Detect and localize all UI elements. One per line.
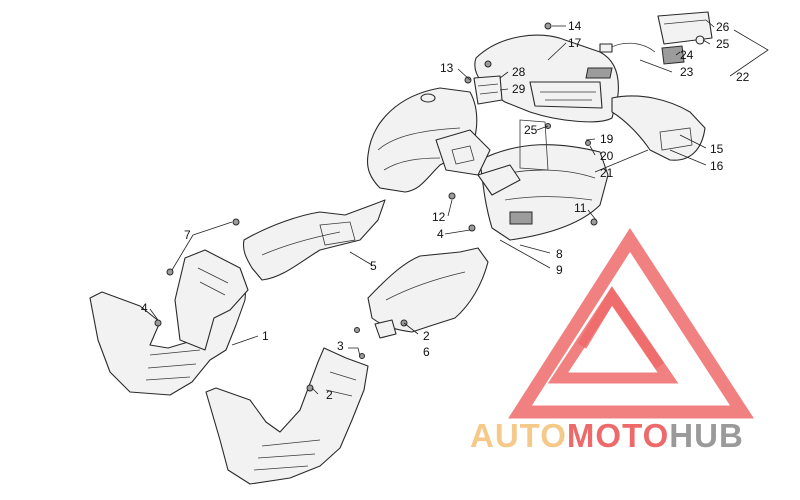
callout-25: 25 — [524, 123, 538, 137]
callout-12: 12 — [432, 210, 446, 224]
callout-11: 11 — [574, 201, 587, 215]
callout-2: 2 — [326, 388, 333, 402]
callout-26: 26 — [716, 20, 730, 34]
callout-4: 4 — [141, 301, 148, 315]
callouts: 1 2 2 3 4 4 5 6 7 8 9 11 12 13 14 15 16 … — [141, 19, 750, 402]
callout-25: 25 — [716, 37, 730, 51]
callout-1: 1 — [262, 329, 269, 343]
watermark-text: AUTOMOTOHUB — [470, 417, 744, 454]
front-fender — [366, 87, 521, 196]
footwell-left — [89, 249, 249, 396]
callout-9: 9 — [556, 263, 563, 277]
tail-light — [599, 11, 713, 65]
side-panel-left — [242, 199, 386, 281]
watermark-m-stroke — [577, 286, 665, 369]
callout-17: 17 — [568, 36, 582, 50]
callout-29: 29 — [512, 82, 526, 96]
callout-15: 15 — [710, 142, 724, 156]
callout-13: 13 — [440, 61, 454, 75]
callout-2: 2 — [423, 329, 430, 343]
callout-24: 24 — [680, 48, 694, 62]
watermark-text-moto: MOTO — [567, 417, 669, 454]
callout-16: 16 — [710, 159, 724, 173]
callout-5: 5 — [370, 259, 377, 273]
callout-19: 19 — [600, 132, 614, 146]
leader-lines — [149, 19, 769, 395]
callout-20: 20 — [600, 149, 614, 163]
side-panel-right — [367, 247, 489, 339]
bracket — [473, 60, 503, 105]
footwell-right — [205, 347, 369, 485]
callout-21: 21 — [600, 166, 614, 180]
callout-4: 4 — [437, 227, 444, 241]
callout-8: 8 — [556, 247, 563, 261]
callout-22: 22 — [736, 70, 750, 84]
rear-fender — [474, 34, 706, 241]
watermark-text-auto: AUTO — [470, 417, 567, 454]
watermark-outer-triangle — [508, 228, 754, 419]
watermark-text-hub: HUB — [669, 417, 744, 454]
callout-7: 7 — [184, 228, 191, 242]
callout-3: 3 — [337, 339, 344, 353]
svg-text:AUTOMOTOHUB: AUTOMOTOHUB — [470, 417, 744, 454]
callout-14: 14 — [568, 19, 582, 33]
callout-28: 28 — [512, 65, 526, 79]
callout-23: 23 — [680, 65, 694, 79]
callout-6: 6 — [423, 345, 430, 359]
watermark-logo — [508, 228, 754, 419]
